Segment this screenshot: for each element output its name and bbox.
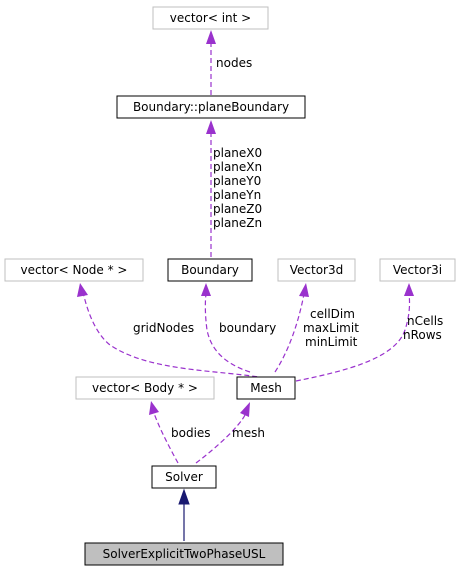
node-plane-boundary-label: Boundary::planeBoundary	[133, 100, 289, 114]
edge-label-bodies: bodies	[171, 426, 211, 440]
edge-label-vector3d: cellDim maxLimit minLimit	[303, 307, 359, 349]
node-vector-node-label: vector< Node * >	[21, 263, 128, 277]
edge-label-n-cells: nCells	[407, 314, 443, 328]
node-vector-body[interactable]: vector< Body * >	[75, 376, 215, 400]
edge-label-max-limit: maxLimit	[303, 321, 359, 335]
edge-label-boundary: boundary	[219, 321, 276, 335]
edge-label-n-rows: nRows	[403, 328, 442, 342]
edge-label-planes: planeX0 planeXn planeY0 planeYn planeZ0 …	[213, 146, 262, 230]
edge-label-plane-z0: planeZ0	[213, 202, 262, 216]
node-vector-node[interactable]: vector< Node * >	[4, 258, 144, 282]
edge-label-vector3i: nCells nRows	[403, 314, 443, 342]
edge-label-cell-dim: cellDim	[310, 307, 355, 321]
node-vector3d[interactable]: Vector3d	[277, 258, 356, 282]
edge-label-plane-y0: planeY0	[213, 174, 261, 188]
edge-label-mesh: mesh	[232, 426, 265, 440]
node-solver-explicit-label: SolverExplicitTwoPhaseUSL	[103, 547, 266, 561]
edge-boundary	[201, 283, 251, 373]
node-solver-explicit[interactable]: SolverExplicitTwoPhaseUSL	[84, 542, 284, 566]
edge-label-plane-yn: planeYn	[213, 188, 261, 202]
node-solver-label: Solver	[165, 470, 203, 484]
node-vector3i[interactable]: Vector3i	[379, 258, 456, 282]
edge-label-min-limit: minLimit	[305, 335, 358, 349]
edge-vector3i	[295, 283, 414, 382]
edge-inheritance	[178, 488, 190, 541]
node-vector3d-label: Vector3d	[290, 263, 344, 277]
edge-label-nodes: nodes	[216, 56, 252, 70]
edge-mesh	[195, 402, 250, 464]
node-vector-body-label: vector< Body * >	[92, 381, 198, 395]
edge-grid-nodes	[77, 283, 266, 379]
edge-nodes	[206, 30, 216, 103]
edge-bodies	[149, 401, 179, 464]
node-boundary[interactable]: Boundary	[167, 258, 253, 282]
edge-vector3d	[274, 283, 309, 373]
node-vector-int-label: vector< int >	[170, 11, 251, 25]
edge-label-plane-x0: planeX0	[213, 146, 262, 160]
edge-planes	[206, 120, 216, 257]
node-mesh-label: Mesh	[250, 381, 282, 395]
node-plane-boundary[interactable]: Boundary::planeBoundary	[116, 95, 306, 119]
edge-label-plane-xn: planeXn	[213, 160, 262, 174]
node-solver[interactable]: Solver	[151, 465, 217, 489]
node-mesh[interactable]: Mesh	[236, 376, 296, 400]
edge-label-grid-nodes: gridNodes	[133, 321, 194, 335]
node-vector-int[interactable]: vector< int >	[152, 6, 269, 30]
node-vector3i-label: Vector3i	[393, 263, 442, 277]
edge-label-plane-zn: planeZn	[213, 216, 262, 230]
node-boundary-label: Boundary	[181, 263, 239, 277]
